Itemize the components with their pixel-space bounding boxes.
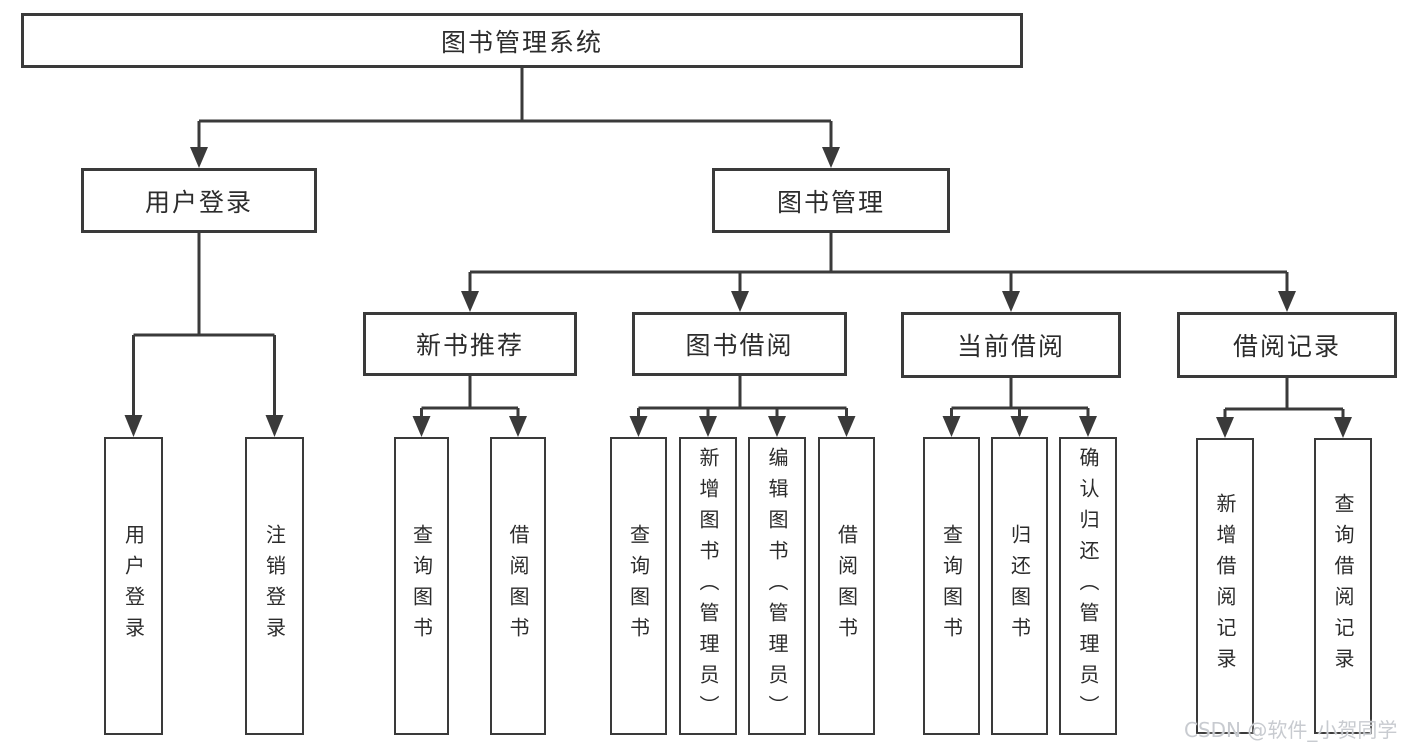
node-current-borrow-label: 当前借阅 [956, 332, 1065, 361]
leaf-recommend-borrow-book-label: 借阅图书 [506, 524, 530, 648]
arrowhead [1002, 291, 1020, 312]
leaf-borrow-borrow-book-label: 借阅图书 [834, 524, 859, 648]
leaf-user-login: 用户登录 [104, 437, 163, 735]
node-book-borrow: 图书借阅 [632, 312, 847, 376]
leaf-logout-label: 注销登录 [262, 524, 287, 648]
leaf-current-query-book-label: 查询图书 [939, 524, 964, 648]
node-user-login: 用户登录 [81, 168, 317, 233]
arrowhead [461, 291, 479, 312]
leaf-records-query-record: 查询借阅记录 [1314, 438, 1372, 734]
leaf-borrow-edit-book-admin-label: 编辑图书（管理员） [765, 446, 789, 726]
node-root-label: 图书管理系统 [440, 27, 603, 57]
leaf-borrow-query-book: 查询图书 [610, 437, 667, 735]
node-borrow-records: 借阅记录 [1177, 312, 1397, 378]
leaf-records-add-record-label: 新增借阅记录 [1213, 493, 1237, 679]
arrowhead [1334, 417, 1352, 438]
node-book-borrow-label: 图书借阅 [685, 331, 794, 360]
leaf-recommend-query-book: 查询图书 [394, 437, 449, 735]
arrowhead [412, 416, 431, 437]
arrowhead [190, 147, 208, 168]
node-borrow-records-label: 借阅记录 [1232, 332, 1341, 361]
node-book-management-label: 图书管理 [776, 187, 885, 217]
leaf-records-query-record-label: 查询借阅记录 [1331, 493, 1355, 679]
leaf-current-return-book: 归还图书 [991, 437, 1048, 735]
leaf-borrow-add-book-admin-label: 新增图书（管理员） [696, 446, 720, 726]
arrowhead [768, 416, 786, 437]
leaf-current-return-book-label: 归还图书 [1007, 524, 1032, 648]
node-user-login-label: 用户登录 [144, 187, 253, 217]
arrowhead [509, 416, 527, 437]
leaf-current-confirm-return-admin-label: 确认归还（管理员） [1076, 446, 1100, 726]
arrowhead [1079, 416, 1097, 437]
arrowhead [265, 415, 284, 437]
arrowhead [837, 416, 856, 437]
node-root: 图书管理系统 [21, 13, 1023, 68]
node-book-management: 图书管理 [712, 168, 950, 233]
leaf-records-add-record: 新增借阅记录 [1196, 438, 1254, 734]
arrowhead [822, 147, 840, 168]
leaf-borrow-add-book-admin: 新增图书（管理员） [679, 437, 737, 735]
arrowhead [731, 291, 749, 312]
leaf-user-login-label: 用户登录 [121, 524, 146, 648]
arrowhead [629, 416, 648, 437]
arrowhead [942, 416, 961, 437]
leaf-borrow-borrow-book: 借阅图书 [818, 437, 875, 735]
arrowhead [1010, 416, 1029, 437]
csdn-watermark: CSDN @软件_小贺同学 [1184, 718, 1398, 742]
leaf-borrow-query-book-label: 查询图书 [626, 524, 651, 648]
arrowhead [699, 416, 717, 437]
leaf-current-confirm-return-admin: 确认归还（管理员） [1059, 437, 1117, 735]
node-new-book-recommend-label: 新书推荐 [415, 331, 524, 360]
leaf-logout: 注销登录 [245, 437, 304, 735]
arrowhead [124, 415, 143, 437]
arrowhead [1216, 417, 1234, 438]
node-current-borrow: 当前借阅 [901, 312, 1121, 378]
leaf-recommend-query-book-label: 查询图书 [409, 524, 434, 648]
node-new-book-recommend: 新书推荐 [363, 312, 577, 376]
leaf-current-query-book: 查询图书 [923, 437, 980, 735]
arrowhead [1278, 291, 1296, 312]
leaf-borrow-edit-book-admin: 编辑图书（管理员） [748, 437, 806, 735]
leaf-recommend-borrow-book: 借阅图书 [490, 437, 546, 735]
